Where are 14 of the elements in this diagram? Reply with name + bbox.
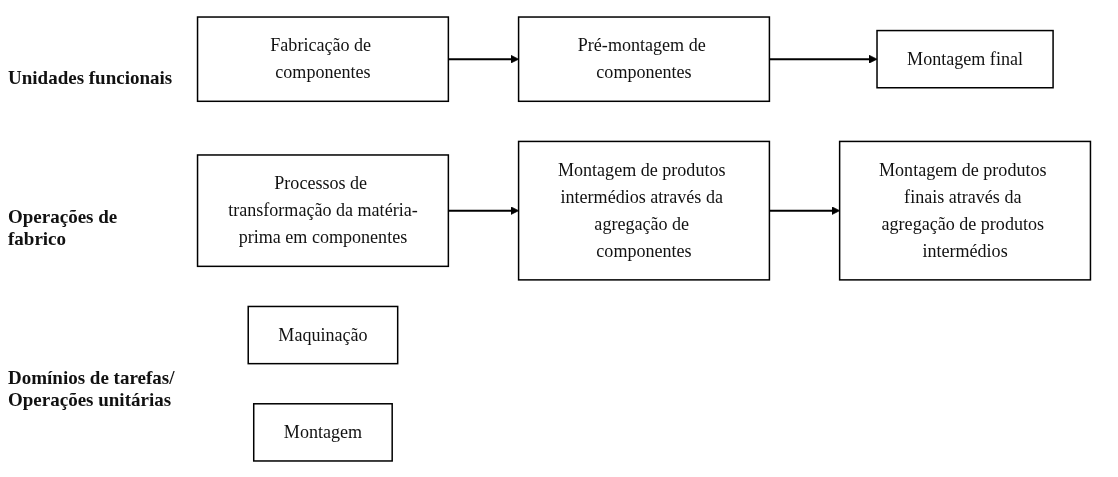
node-box: Montagem de produtos intermédios através da agregação de componentes <box>517 140 771 281</box>
row-label: Domínios de tarefas/ Operações unitárias <box>8 366 176 411</box>
arrow <box>769 54 878 64</box>
row-label: Unidades funcionais <box>8 66 174 89</box>
node-box: Montagem final <box>876 29 1054 88</box>
node-box: Montagem de produtos finais através da agregação de produtos intermédios <box>838 140 1092 281</box>
arrow <box>448 205 519 215</box>
arrow <box>448 54 519 64</box>
node-box: Processos de transformação da matéria-prima em componentes <box>196 153 450 267</box>
node-box: Montagem <box>253 402 393 462</box>
node-box: Maquinação <box>247 305 399 364</box>
node-box: Pré-montagem de componentes <box>517 15 771 102</box>
node-box: Fabricação de componentes <box>196 15 450 102</box>
row-label: Operações de fabrico <box>8 205 119 250</box>
